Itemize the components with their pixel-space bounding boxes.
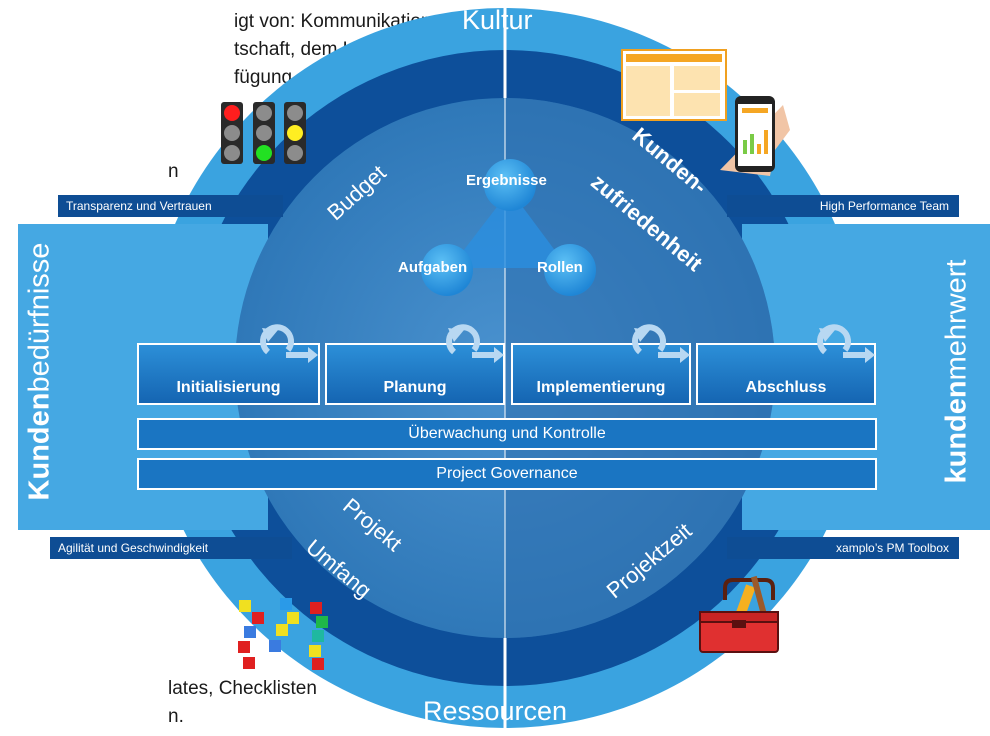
phase-label: Abschluss bbox=[745, 379, 827, 396]
node-aufgaben bbox=[421, 244, 473, 296]
governance-bar: Project Governance bbox=[137, 458, 877, 490]
triangle-network bbox=[450, 190, 568, 268]
node-label-rollen: Rollen bbox=[537, 259, 583, 276]
cycle-arrow-icon bbox=[632, 324, 690, 363]
phase-label: Implementierung bbox=[536, 379, 666, 396]
cycle-arrow-icon bbox=[446, 324, 504, 363]
node-ergebnisse bbox=[484, 159, 536, 211]
bg-text-line: n. bbox=[168, 706, 184, 727]
bg-text-line: lates, Checklisten bbox=[168, 678, 317, 699]
corner-label-bottom-left: Agilität und Geschwindigkeit bbox=[50, 537, 292, 559]
ring-title-top: Kultur bbox=[462, 5, 533, 35]
side-title-right: kundenmehrwert bbox=[941, 237, 974, 507]
dashboard-phone-icon bbox=[621, 49, 790, 176]
cycle-arrow-icon bbox=[817, 324, 875, 363]
cycle-arrow-icon bbox=[260, 324, 318, 363]
phase-label: Initialisierung bbox=[176, 379, 281, 396]
side-title-right-regular: mehrwert bbox=[940, 259, 973, 381]
bg-text-line: n bbox=[168, 161, 179, 182]
node-label-ergebnisse: Ergebnisse bbox=[466, 172, 547, 189]
ring-title-bottom: Ressourcen bbox=[423, 696, 568, 726]
phase-planung: Planung bbox=[325, 343, 505, 405]
traffic-light-icon bbox=[221, 102, 306, 164]
side-title-left-regular: bedürfnisse bbox=[23, 242, 56, 393]
sticky-notes-icon bbox=[238, 598, 328, 670]
corner-label-bottom-right: xamplo’s PM Toolbox bbox=[727, 537, 959, 559]
side-title-right-bold: kunden bbox=[940, 380, 973, 484]
toolbox-icon bbox=[699, 575, 779, 653]
node-rollen bbox=[544, 244, 596, 296]
side-title-left: Kundenbedürfnisse bbox=[24, 237, 57, 507]
monitoring-bar: Überwachung und Kontrolle bbox=[137, 418, 877, 450]
node-label-aufgaben: Aufgaben bbox=[398, 259, 468, 276]
phase-label: Planung bbox=[383, 379, 447, 396]
corner-label-top-left: Transparenz und Vertrauen bbox=[58, 195, 283, 217]
corner-label-top-right: High Performance Team bbox=[727, 195, 959, 217]
side-title-left-bold: Kunden bbox=[23, 392, 56, 501]
